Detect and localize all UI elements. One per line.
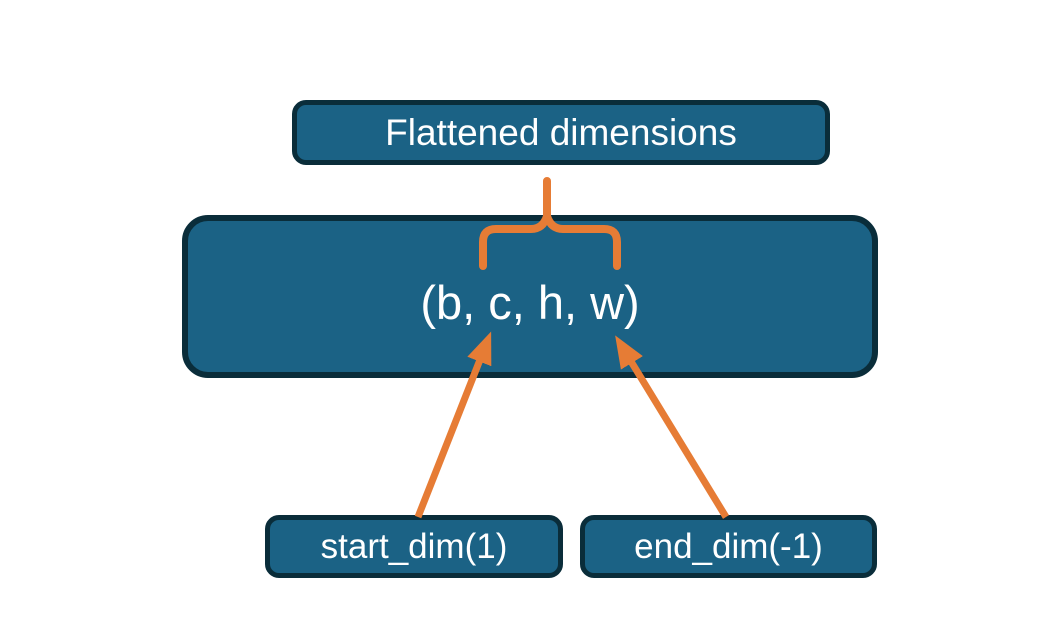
tensor-shape-box: (b, c, h, w)	[182, 215, 878, 378]
flattened-dimensions-label: Flattened dimensions	[385, 111, 737, 153]
start-dim-box: start_dim(1)	[265, 515, 563, 578]
start-dim-label: start_dim(1)	[320, 526, 508, 566]
end-dim-label: end_dim(-1)	[634, 526, 823, 566]
end-dim-box: end_dim(-1)	[580, 515, 877, 578]
tensor-shape-label: (b, c, h, w)	[420, 276, 640, 329]
flattened-dimensions-box: Flattened dimensions	[292, 100, 830, 165]
